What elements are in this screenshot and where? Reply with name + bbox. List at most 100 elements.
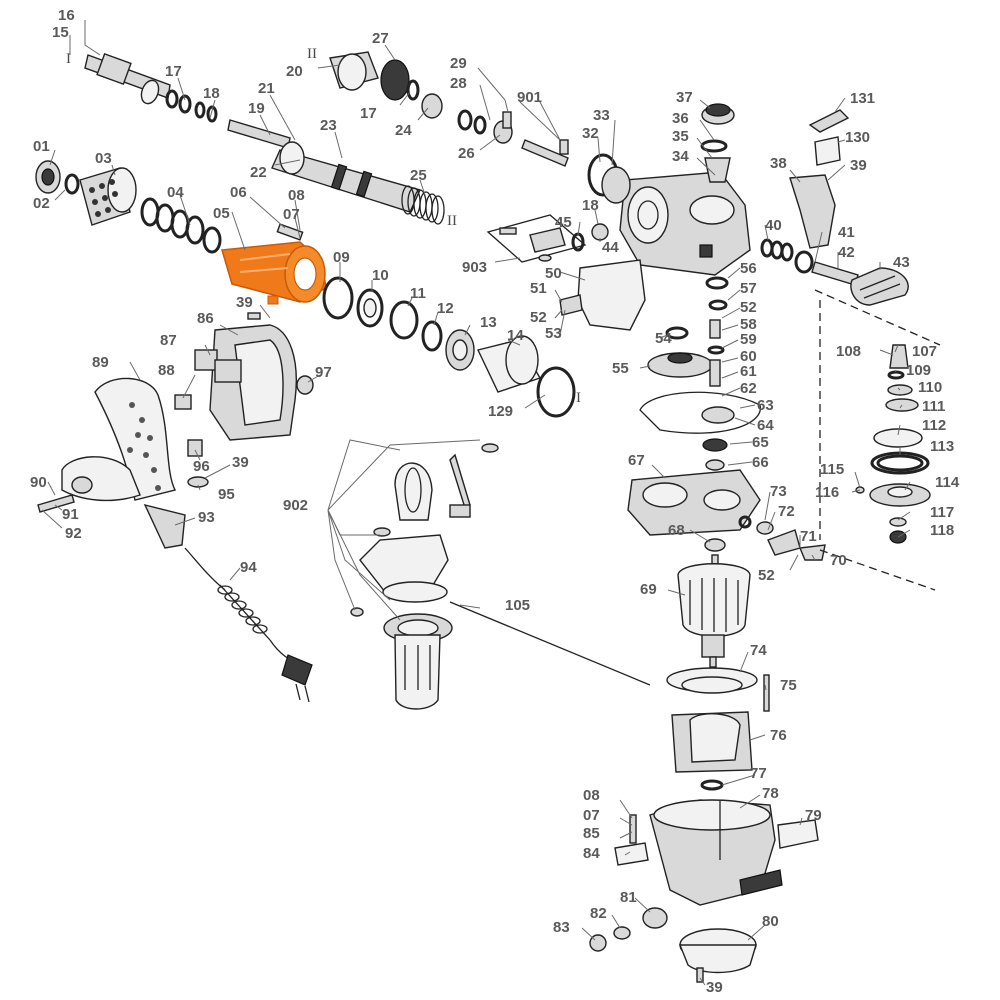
part-label: 901 (517, 89, 542, 106)
part-label: 76 (770, 727, 787, 744)
cord-strain-relief (217, 584, 271, 641)
part-label: 22 (250, 164, 267, 181)
part-label: 07 (583, 807, 600, 824)
part-label: 39 (232, 454, 249, 471)
part-label: 25 (410, 167, 427, 184)
part-label: 75 (780, 677, 797, 694)
part-label: 27 (372, 30, 389, 47)
part-label: 44 (602, 239, 619, 256)
part-label: 79 (805, 807, 822, 824)
part-label: 16 (58, 7, 75, 24)
part-label: 91 (62, 506, 79, 523)
part-label: 42 (838, 244, 855, 261)
part-label: 52 (740, 299, 757, 316)
part-label: 03 (95, 150, 112, 167)
part-label: 41 (838, 224, 855, 241)
part-label: 71 (800, 528, 817, 545)
part-label: 52 (758, 567, 775, 584)
part-label: 83 (553, 919, 570, 936)
part-label: 108 (836, 343, 861, 360)
part-label: 118 (930, 522, 954, 539)
part-label: 109 (906, 362, 931, 379)
part-label: 86 (197, 310, 214, 327)
barrel-assembly (35, 160, 304, 254)
part-label: 08 (288, 187, 305, 204)
part-label: 107 (912, 343, 937, 360)
highlighted-part-05 (221, 241, 327, 305)
part-label: 10 (372, 267, 389, 284)
part-label: 73 (770, 483, 787, 500)
part-label: 09 (333, 249, 350, 266)
part-number-labels: 16 15 17 18 21 19 20 27 17 24 29 28 901 … (30, 7, 960, 996)
part-label: 112 (922, 417, 946, 434)
part-label: 902 (283, 497, 308, 514)
auxiliary-handle (350, 443, 651, 710)
part-label: 50 (545, 265, 562, 282)
part-label: 18 (203, 85, 220, 102)
part-label: 01 (33, 138, 50, 155)
drive-shaft-assembly (84, 51, 569, 225)
part-label: 07 (283, 206, 300, 223)
part-label: 18 (582, 197, 599, 214)
part-label: 69 (640, 581, 657, 598)
part-label: 114 (935, 474, 960, 491)
part-label: 92 (65, 525, 82, 542)
part-label: 24 (395, 122, 412, 139)
part-label: 60 (740, 348, 757, 365)
part-label: 59 (740, 331, 757, 348)
part-label: 72 (778, 503, 795, 520)
power-cord (143, 503, 313, 703)
part-label: 131 (850, 90, 875, 107)
part-label: 51 (530, 280, 547, 297)
part-label: 63 (757, 397, 774, 414)
part-label: 33 (593, 107, 610, 124)
part-label: 82 (590, 905, 607, 922)
part-label: 05 (213, 205, 230, 222)
part-label: 39 (850, 157, 867, 174)
part-label: 96 (193, 458, 210, 475)
roman-mark: I (576, 390, 581, 406)
part-label: 26 (458, 145, 475, 162)
part-label: 90 (30, 474, 47, 491)
part-label: 37 (676, 89, 693, 106)
part-label: 58 (740, 316, 757, 333)
part-label: 81 (620, 889, 637, 906)
part-label: 70 (830, 552, 847, 569)
part-label: 105 (505, 597, 530, 614)
part-label: 35 (672, 128, 689, 145)
part-label: 903 (462, 259, 487, 276)
part-label: 34 (672, 148, 689, 165)
part-label: 11 (410, 285, 426, 302)
roman-mark: I (66, 51, 71, 67)
part-label: 65 (752, 434, 769, 451)
part-label: 130 (845, 129, 870, 146)
part-label: 68 (668, 522, 685, 539)
part-label: 74 (750, 642, 767, 659)
roman-mark: II (447, 213, 457, 229)
part-label: 95 (218, 486, 235, 503)
part-label: 43 (893, 254, 910, 271)
part-label: 17 (360, 105, 377, 122)
part-label: 116 (815, 484, 839, 501)
part-label: 14 (507, 327, 524, 344)
part-label: 08 (583, 787, 600, 804)
part-label: 84 (583, 845, 600, 862)
part-label: 39 (706, 979, 723, 996)
part-label: 19 (248, 100, 265, 117)
part-label: 93 (198, 509, 215, 526)
part-label: 15 (52, 24, 69, 41)
part-label: 54 (655, 330, 672, 347)
part-label: 62 (740, 380, 757, 397)
part-label: 66 (752, 454, 769, 471)
spring-25 (401, 185, 445, 225)
part-label: 89 (92, 354, 109, 371)
part-label: 77 (750, 765, 767, 782)
armature-motor (589, 554, 819, 983)
rear-handle (37, 312, 314, 513)
part-label: 29 (450, 55, 467, 72)
part-label: 80 (762, 913, 779, 930)
part-label: 64 (757, 417, 774, 434)
part-label: 67 (628, 452, 645, 469)
part-label: 113 (930, 438, 954, 455)
